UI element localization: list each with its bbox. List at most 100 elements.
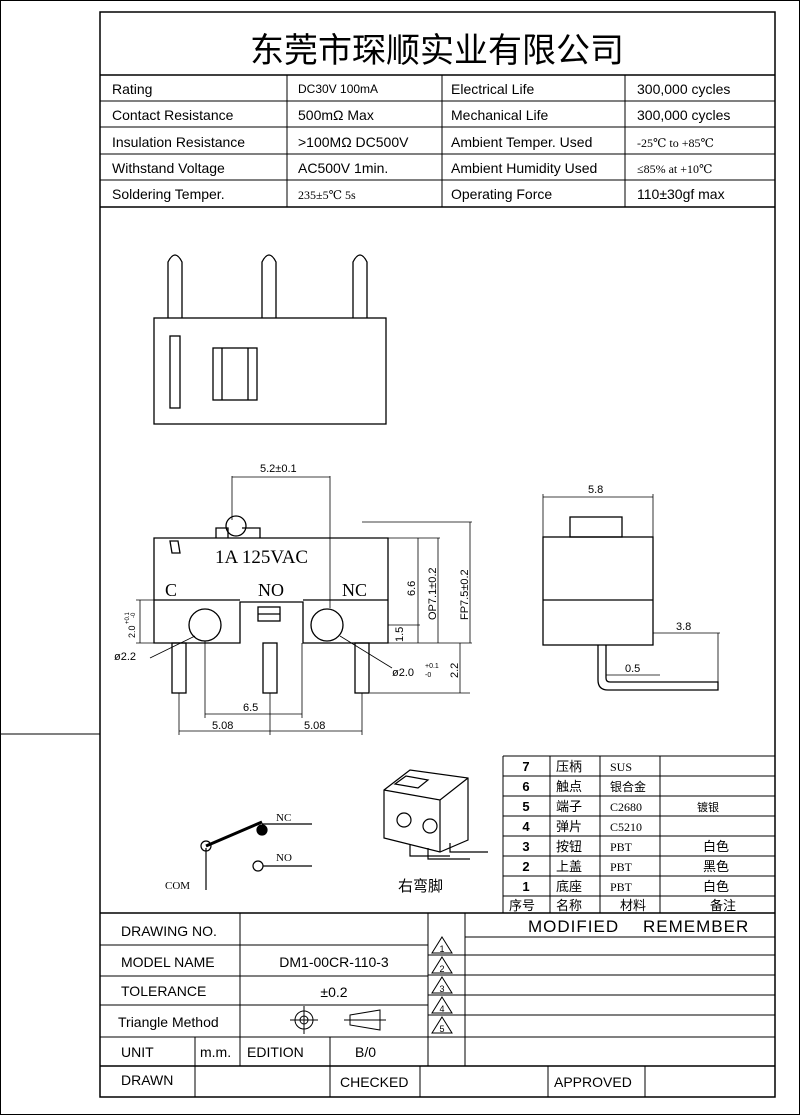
mat-name: 压柄 <box>556 760 582 775</box>
model-name: DM1-00CR-110-3 <box>279 954 389 970</box>
switch-schematic <box>200 820 312 890</box>
revision-number: 4 <box>439 1004 444 1014</box>
dim-label: 0.5 <box>625 663 640 675</box>
revision-markers <box>431 936 453 1034</box>
mat-name: 按钮 <box>556 840 582 855</box>
drawing-no-label: DRAWING NO. <box>121 923 217 939</box>
checked-label: CHECKED <box>340 1074 408 1090</box>
dim-label: 6.6 <box>406 581 418 596</box>
side-view <box>153 254 387 425</box>
spec-label: Ambient Temper. Used <box>451 134 592 150</box>
iso-actuator <box>393 775 430 789</box>
revision-triangle <box>431 996 453 1014</box>
dim-label: 1.5 <box>394 627 406 642</box>
pin-no <box>262 642 278 694</box>
tolerance-lower: -0 <box>425 672 431 679</box>
dim-label: 5.2±0.1 <box>260 463 297 475</box>
dim-label: FP7.5±0.2 <box>459 569 471 620</box>
spec-value: 500mΩ Max <box>298 107 374 123</box>
iso-pin <box>409 845 450 857</box>
revision-number: 1 <box>439 944 444 954</box>
body-slot <box>169 335 181 409</box>
modified-header: MODIFIED <box>528 917 619 936</box>
schematic-nc-label: NC <box>276 812 291 824</box>
spec-label: Mechanical Life <box>451 107 548 123</box>
tolerance-value: ±0.2 <box>320 984 347 1000</box>
spec-value: ≤85% at +10℃ <box>637 162 712 176</box>
mat-no: 5 <box>522 799 529 814</box>
terminal-nc-label: NC <box>342 580 367 600</box>
rating-marking: 1A 125VAC <box>215 547 308 568</box>
mat-no: 1 <box>522 879 529 894</box>
mat-material: C2680 <box>610 800 642 814</box>
unit-label: UNIT <box>121 1044 154 1060</box>
leader-line <box>339 635 393 669</box>
mat-material: SUS <box>610 760 632 774</box>
revision-triangle <box>431 956 453 974</box>
spec-label: Contact Resistance <box>112 107 234 123</box>
spec-label: Insulation Resistance <box>112 134 245 150</box>
terminal-pin <box>352 254 368 318</box>
iso-pin <box>449 843 488 853</box>
mat-note: 黑色 <box>703 859 729 875</box>
terminal-no-label: NO <box>258 580 284 600</box>
dim-label: 6.5 <box>243 702 258 714</box>
inner-border <box>99 11 776 1098</box>
mat-no: 7 <box>522 759 529 774</box>
mat-header-name: 名称 <box>556 898 582 914</box>
spec-label: Operating Force <box>451 186 552 202</box>
spec-label: Withstand Voltage <box>112 160 225 176</box>
pin-c <box>171 642 187 694</box>
schematic-com-label: COM <box>165 880 190 892</box>
mount-hole-right <box>310 608 344 642</box>
mat-material: PBT <box>610 860 633 874</box>
end-view <box>542 494 720 691</box>
mat-no: 6 <box>522 779 529 794</box>
spec-value: 235±5℃ 5s <box>298 188 356 202</box>
company-title: 东莞市琛顺实业有限公司 <box>250 32 624 70</box>
mat-material: PBT <box>610 840 633 854</box>
mat-name: 端子 <box>556 800 582 815</box>
dim-label: OP7.1±0.2 <box>427 567 439 620</box>
mat-note: 镀银 <box>697 800 719 814</box>
dim-label: 5.08 <box>212 720 233 732</box>
mat-no: 3 <box>522 839 529 854</box>
spec-label: Soldering Temper. <box>112 186 225 202</box>
iso-body <box>383 769 469 853</box>
dim-label: ø2.0 <box>392 667 414 679</box>
spec-value: 300,000 cycles <box>637 81 730 97</box>
mat-name: 底座 <box>556 879 582 895</box>
no-contact <box>252 860 264 872</box>
mat-header-note: 备注 <box>710 898 736 914</box>
materials-table: 7 压柄 SUS 6 触点 银合金 5 端子 C2680 镀银 4 弹片 C52… <box>502 755 775 914</box>
mat-material: C5210 <box>610 820 642 834</box>
revision-number: 2 <box>439 964 444 974</box>
mat-note: 白色 <box>703 879 729 895</box>
spec-label: Ambient Humidity Used <box>451 160 597 176</box>
iso-hole <box>396 812 412 828</box>
mat-material: 银合金 <box>610 779 646 794</box>
method-label: Triangle Method <box>118 1014 219 1030</box>
revision-triangle <box>431 1016 453 1034</box>
edition-label: EDITION <box>247 1044 304 1060</box>
com-terminal <box>200 840 212 852</box>
mat-name: 触点 <box>556 780 582 795</box>
dim-label: 3.8 <box>676 621 691 633</box>
spec-value: -25℃ to +85℃ <box>637 136 714 150</box>
pin-nc <box>354 642 370 694</box>
terminal-pin <box>167 254 183 318</box>
spec-value: 110±30gf max <box>637 186 725 202</box>
spec-value: 300,000 cycles <box>637 107 730 123</box>
revision-number: 3 <box>439 984 444 994</box>
revision-triangle <box>431 936 453 954</box>
mat-material: PBT <box>610 880 633 894</box>
front-view-labels: 1A 125VAC C NO NC 5.2±0.1 5.08 5.08 6.5 … <box>114 463 471 732</box>
iso-caption: 右弯脚 <box>398 877 443 895</box>
spec-value: AC500V 1min. <box>298 160 388 176</box>
iso-pin <box>427 848 470 860</box>
switch-body-side <box>153 317 387 425</box>
body-window <box>212 347 258 401</box>
revision-triangle <box>431 976 453 994</box>
lever-stub <box>242 527 261 538</box>
